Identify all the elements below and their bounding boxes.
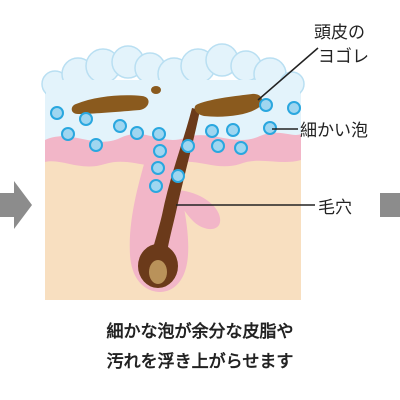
- left-arrow-icon: [0, 181, 32, 229]
- dirt-leader-line: [257, 47, 319, 101]
- scalp-dirt-right: [194, 93, 263, 117]
- label-fine-foam: 細かい泡: [300, 121, 368, 141]
- bubble: [263, 121, 277, 135]
- bubble: [113, 119, 127, 133]
- bubble: [151, 161, 165, 175]
- bubble: [61, 127, 75, 141]
- bubble: [181, 139, 195, 153]
- fine-foam-bubbles: [50, 98, 301, 193]
- caption-line2: 汚れを浮き上がらせます: [106, 352, 294, 372]
- bubble: [259, 98, 273, 112]
- bubble: [226, 123, 240, 137]
- caption-line1: 細かな泡が余分な皮脂や: [106, 322, 294, 342]
- bubble: [171, 169, 185, 183]
- bubble: [152, 127, 166, 141]
- hair-root: [149, 260, 167, 284]
- bubble: [153, 144, 167, 158]
- bubble: [89, 138, 103, 152]
- bubble: [234, 141, 248, 155]
- label-scalp-dirt-line2: ヨゴレ: [318, 47, 369, 67]
- label-scalp-dirt-line1: 頭皮の: [314, 23, 365, 43]
- sebaceous-gland: [178, 190, 221, 230]
- scalp-dirt-small: [151, 86, 161, 94]
- bubble: [205, 124, 219, 138]
- bubble: [149, 179, 163, 193]
- bubble: [130, 126, 144, 140]
- bubble: [287, 101, 301, 115]
- bubble: [50, 106, 64, 120]
- bubble: [79, 112, 93, 126]
- skin-surface: [45, 132, 301, 167]
- scalp-dirt-left: [71, 95, 149, 114]
- bubble: [211, 139, 225, 153]
- right-arrow-icon: [380, 193, 400, 217]
- label-pore: 毛穴: [318, 198, 352, 218]
